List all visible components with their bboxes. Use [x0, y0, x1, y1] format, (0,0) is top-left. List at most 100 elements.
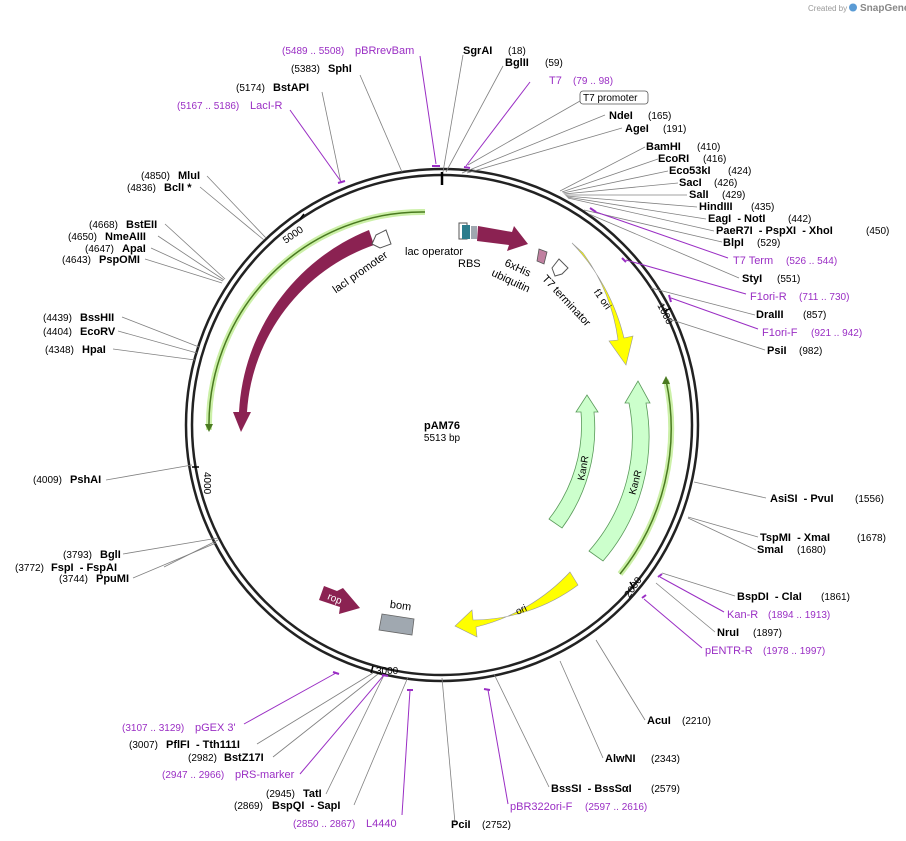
- feature-rop[interactable]: rop: [319, 586, 360, 614]
- site-TspMI-XmaI[interactable]: TspMI - XmaI(1678): [760, 532, 886, 544]
- site-SgrAI[interactable]: SgrAI(18): [463, 45, 526, 57]
- feature-lac-operator[interactable]: lac operator: [405, 222, 468, 258]
- site-NmeAIII[interactable]: NmeAIII(4650): [68, 231, 146, 243]
- svg-text:FspI - FspAI: FspI - FspAI: [51, 562, 117, 574]
- site-PsiI[interactable]: PsiI(982): [767, 345, 822, 357]
- svg-text:BamHI: BamHI: [646, 141, 681, 153]
- primer-pGEX-3[interactable]: pGEX 3'(3107 .. 3129): [122, 722, 236, 734]
- svg-text:(4404): (4404): [43, 327, 72, 338]
- site-PaeR7I-PspXI-XhoI[interactable]: PaeR7I - PspXI - XhoI(450): [716, 225, 889, 237]
- svg-text:pENTR-R: pENTR-R: [705, 645, 753, 657]
- svg-text:(982): (982): [799, 346, 822, 357]
- site-BlpI[interactable]: BlpI(529): [723, 237, 780, 249]
- site-StyI[interactable]: StyI(551): [742, 273, 800, 285]
- site-EcoRI[interactable]: EcoRI(416): [658, 153, 726, 165]
- primer-LacI-R[interactable]: (5167 .. 5186)LacI-R: [177, 100, 282, 112]
- svg-text:bom: bom: [389, 599, 412, 614]
- svg-text:(4647): (4647): [85, 244, 114, 255]
- svg-text:AcuI: AcuI: [647, 715, 671, 727]
- svg-text:HindIII: HindIII: [699, 201, 733, 213]
- svg-text:(1861): (1861): [821, 592, 850, 603]
- svg-text:(2947 .. 2966): (2947 .. 2966): [162, 770, 224, 781]
- site-FspI-FspAI[interactable]: FspI - FspAI(3772): [15, 562, 117, 574]
- feature-tag[interactable]: [536, 248, 548, 265]
- primer-Kan-R[interactable]: Kan-R(1894 .. 1913): [727, 609, 830, 621]
- svg-text:SacI: SacI: [679, 177, 702, 189]
- feature-KanR-outer[interactable]: KanR: [588, 380, 651, 562]
- site-SalI[interactable]: SalI(429): [689, 189, 745, 201]
- primer-F1ori-R[interactable]: F1ori-R(711 .. 730): [750, 291, 849, 303]
- site-BspDI-ClaI[interactable]: BspDI - ClaI(1861): [737, 591, 850, 603]
- feature-f1-ori[interactable]: f1 ori: [571, 242, 634, 366]
- site-NruI[interactable]: NruI(1897): [717, 627, 782, 639]
- svg-text:StyI: StyI: [742, 273, 762, 285]
- site-Eco53kI[interactable]: Eco53kI(424): [669, 165, 751, 177]
- svg-text:(529): (529): [757, 238, 780, 249]
- site-HindIII[interactable]: HindIII (435): [699, 201, 774, 213]
- site-BstEII[interactable]: BstEII(4668): [89, 219, 157, 231]
- site-EagI-NotI[interactable]: EagI - NotI(442): [708, 213, 811, 225]
- site-BstZ17I[interactable]: BstZ17I(2982): [188, 752, 264, 764]
- svg-text:(1680): (1680): [797, 545, 826, 556]
- site-SphI[interactable]: SphI(5383): [291, 63, 352, 75]
- site-SacI[interactable]: SacI (426): [679, 177, 737, 189]
- svg-text:rop: rop: [326, 591, 344, 607]
- site-AcuI[interactable]: AcuI(2210): [647, 715, 711, 727]
- site-BstAPI[interactable]: BstAPI(5174): [236, 82, 309, 94]
- svg-text:(426): (426): [714, 178, 737, 189]
- primer-T7-Term[interactable]: T7 Term(526 .. 544): [733, 255, 837, 267]
- site-TatI[interactable]: TatI(2945): [266, 788, 322, 800]
- site-HpaI[interactable]: HpaI(4348): [45, 344, 106, 356]
- site-PshAI[interactable]: PshAI(4009): [33, 474, 101, 486]
- site-MluI[interactable]: MluI(4850): [141, 170, 200, 182]
- feature-KanR-inner[interactable]: KanR: [548, 394, 599, 529]
- svg-text:(59): (59): [545, 58, 563, 69]
- site-PflFI-Tth111I[interactable]: PflFI - Tth111I(3007): [129, 739, 240, 751]
- site-DraIII[interactable]: DraIII(857): [756, 309, 826, 321]
- site-AlwNI[interactable]: AlwNI(2343): [605, 753, 680, 765]
- site-PspOMI[interactable]: PspOMI(4643): [62, 254, 140, 266]
- site-NdeI[interactable]: NdeI(165): [609, 110, 671, 122]
- svg-text:(526 .. 544): (526 .. 544): [786, 256, 837, 267]
- site-BspQI-SapI[interactable]: BspQI - SapI(2869): [234, 800, 340, 812]
- site-BglII[interactable]: BglII(59): [505, 57, 563, 69]
- primer-F1ori-F[interactable]: F1ori-F(921 .. 942): [762, 327, 862, 339]
- svg-text:EcoRV: EcoRV: [80, 326, 116, 338]
- feature-bom[interactable]: bom: [378, 599, 415, 636]
- svg-text:PpuMI: PpuMI: [96, 573, 129, 585]
- site-SmaI[interactable]: SmaI (1680): [757, 544, 826, 556]
- svg-text:(2850 .. 2867): (2850 .. 2867): [293, 819, 355, 830]
- svg-text:(435): (435): [751, 202, 774, 213]
- feature-T7-terminator[interactable]: T7 terminator: [539, 258, 593, 329]
- primer-pBRrevBam[interactable]: (5489 .. 5508)pBRrevBam: [282, 45, 414, 57]
- svg-text:(2752): (2752): [482, 820, 511, 831]
- site-BssHII[interactable]: BssHII(4439): [43, 312, 114, 324]
- feature-RBS[interactable]: RBS: [458, 225, 481, 270]
- svg-text:4000: 4000: [201, 472, 212, 495]
- svg-text:(4348): (4348): [45, 345, 74, 356]
- lacI-highlight-line: [208, 211, 426, 431]
- feature-ori[interactable]: ori: [454, 571, 579, 638]
- site-BglI[interactable]: BglI(3793): [63, 549, 121, 561]
- T7-promoter-label[interactable]: T7 promoter: [467, 90, 649, 166]
- site-BclI[interactable]: BclI *(4836): [127, 182, 192, 194]
- primer-pBR322ori-F[interactable]: pBR322ori-F(2597 .. 2616): [510, 801, 647, 813]
- site-BssSI-BssSaI[interactable]: BssSI - BssSαI(2579): [551, 783, 680, 795]
- svg-text:NruI: NruI: [717, 627, 739, 639]
- site-AgeI[interactable]: AgeI(191): [625, 123, 686, 135]
- primer-T7[interactable]: T7(79 .. 98): [549, 75, 613, 87]
- svg-text:(18): (18): [508, 46, 526, 57]
- site-ApaI[interactable]: ApaI(4647): [85, 243, 146, 255]
- svg-text:pRS-marker: pRS-marker: [235, 769, 295, 781]
- svg-text:SmaI: SmaI: [757, 544, 783, 556]
- site-EcoRV[interactable]: EcoRV (4404): [43, 326, 116, 338]
- primer-L4440[interactable]: L4440(2850 .. 2867): [293, 818, 397, 830]
- feature-lacI[interactable]: lacI: [233, 230, 374, 432]
- site-AsiSI-PvuI[interactable]: AsiSI - PvuI(1556): [770, 493, 884, 505]
- site-PciI[interactable]: PciI(2752): [451, 819, 511, 831]
- primer-pENTR-R[interactable]: pENTR-R(1978 .. 1997): [705, 645, 825, 657]
- primer-pRS-marker[interactable]: pRS-marker (2947 .. 2966): [162, 769, 295, 781]
- site-PpuMI[interactable]: PpuMI(3744): [59, 573, 129, 585]
- svg-text:(4009): (4009): [33, 475, 62, 486]
- site-BamHI[interactable]: BamHI(410): [646, 141, 720, 153]
